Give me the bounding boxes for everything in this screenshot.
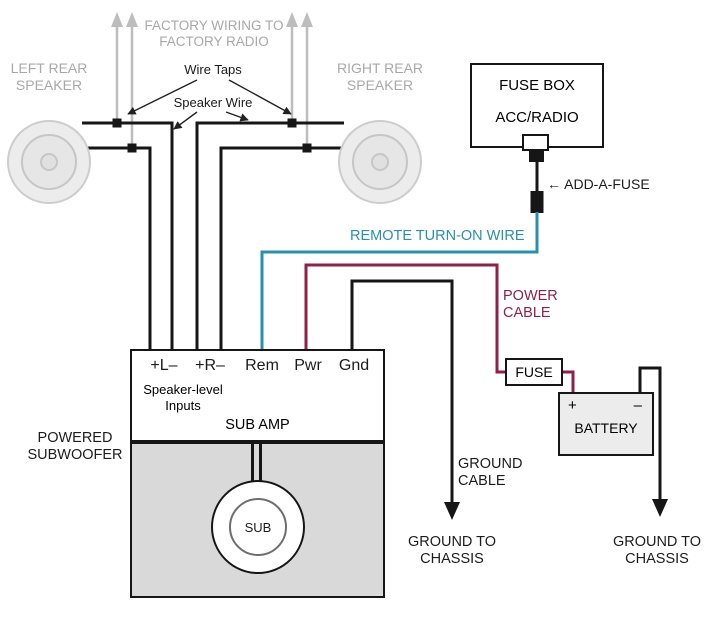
speaker-dustcap [371, 153, 389, 171]
factory-arrowhead-icon [286, 12, 298, 27]
left-speaker-wire-plus [82, 121, 174, 352]
power-cable-amp-to-fuse [304, 263, 507, 374]
ground-wires [350, 279, 668, 520]
right-speaker-wire-minus [219, 146, 342, 352]
left-rear-speaker-label: LEFT REAR SPEAKER [10, 60, 88, 93]
remote-turn-on-wire [260, 212, 539, 352]
factory-arrowhead-icon [126, 12, 138, 27]
terminal-ground: Gnd [338, 357, 370, 374]
fuse-box: FUSE BOX ACC/RADIO [470, 63, 604, 148]
wire-tap-icon [302, 143, 312, 153]
factory-wiring-arrows [111, 12, 313, 146]
ground-cable-label: GROUND CABLE [458, 456, 523, 490]
sub-driver: SUB [211, 480, 305, 574]
factory-arrowhead-icon [301, 12, 313, 27]
wire-taps-pointer-right [228, 79, 292, 115]
wire-taps-pointer-left [127, 79, 198, 115]
ground-to-chassis-right-label: GROUND TO CHASSIS [612, 534, 702, 568]
right-speaker-wire-plus [195, 121, 344, 352]
wire-tap-icon [127, 143, 137, 153]
left-rear-speaker [7, 120, 91, 204]
battery-label: BATTERY [574, 420, 638, 436]
terminal-right-input: +R– [195, 357, 225, 374]
ground-arrowhead-icon [652, 499, 668, 517]
add-a-fuse-label: ← ADD-A-FUSE [547, 176, 650, 192]
battery-minus-terminal: – [633, 397, 642, 414]
ground-arrowhead-icon [444, 502, 460, 520]
sub-lead-wire [259, 442, 262, 482]
amp-ground-cable [350, 279, 454, 504]
power-cable-group [304, 263, 575, 394]
inline-fuse: FUSE [505, 358, 563, 386]
right-rear-speaker-label: RIGHT REAR SPEAKER [336, 60, 424, 93]
sub-driver-center: SUB [229, 498, 287, 556]
fuse-box-slot-label: ACC/RADIO [495, 109, 579, 126]
wire-tap-icon [287, 118, 297, 128]
fuse-tap-icon [529, 150, 544, 162]
remote-turn-on-wire-group [260, 159, 544, 352]
fuse-slot-notch [522, 134, 549, 151]
power-cable-fuse-to-battery [561, 370, 575, 394]
sub-lead-wire [251, 442, 254, 482]
speaker-wire-pointer-right [225, 111, 249, 122]
battery: + – BATTERY [558, 392, 654, 456]
sub-amp-title: SUB AMP [225, 417, 290, 433]
sub-label: SUB [244, 519, 272, 535]
ground-to-chassis-left-label: GROUND TO CHASSIS [407, 534, 497, 568]
terminal-left-input: +L– [150, 357, 178, 374]
callout-arrows [127, 79, 292, 130]
battery-ground-cable [638, 366, 662, 501]
speaker-wire-label: Speaker Wire [173, 95, 253, 110]
battery-plus-terminal: + [568, 397, 577, 414]
terminal-remote: Rem [245, 357, 279, 374]
factory-wiring-label: FACTORY WIRING TO FACTORY RADIO [144, 18, 284, 50]
right-rear-speaker [338, 120, 422, 204]
remote-turn-on-label: REMOTE TURN-ON WIRE [350, 228, 525, 244]
sub-amp-box: +L– +R– Rem Pwr Gnd Speaker-level Inputs… [130, 349, 385, 442]
add-a-fuse-holder-icon [530, 191, 544, 213]
wire-tap-markers [112, 118, 312, 153]
factory-arrowhead-icon [111, 12, 123, 27]
fuse-box-title: FUSE BOX [499, 77, 575, 94]
wire-tap-icon [112, 118, 122, 128]
left-speaker-wire-minus [87, 146, 152, 352]
speaker-level-inputs-label: Speaker-level Inputs [143, 382, 223, 413]
wire-taps-label: Wire Taps [184, 62, 242, 77]
speaker-dustcap [40, 153, 58, 171]
speaker-wire-pointer-left [173, 111, 198, 130]
terminal-power: Pwr [294, 357, 322, 374]
inline-fuse-label: FUSE [515, 364, 553, 380]
power-cable-label: POWER CABLE [503, 288, 558, 322]
powered-subwoofer-label: POWERED SUBWOOFER [27, 430, 123, 464]
